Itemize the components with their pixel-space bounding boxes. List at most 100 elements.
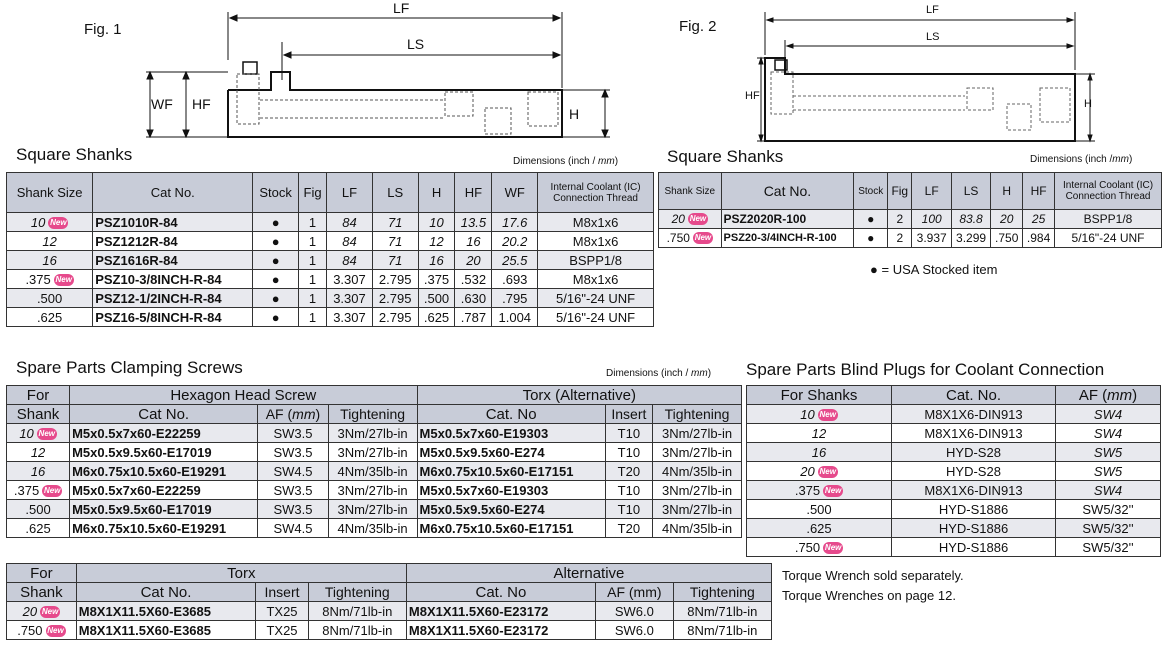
- cat-no-2-cell: M5x0.5x9.5x60-E274: [416, 499, 606, 519]
- fig2-lf-label: LF: [926, 4, 939, 16]
- col-shank-size: Shank Size: [5, 172, 94, 213]
- tightening-cell: 3Nm/27lb-in: [327, 480, 418, 500]
- cat-no-2-cell: M8X1X11.5X60-E23172: [405, 620, 596, 640]
- col-group-alternative: Alternative: [405, 563, 773, 583]
- af-cell: SW4.5: [257, 461, 329, 481]
- col-shank: Shank: [5, 404, 71, 424]
- clamping-screws-title: Spare Parts Clamping Screws: [16, 358, 243, 377]
- stock-dot-icon: ●: [853, 228, 889, 248]
- tightening-2-cell: 3Nm/27lb-in: [652, 480, 742, 500]
- fig-cell: 1: [297, 212, 328, 232]
- lf-cell: 84: [326, 231, 373, 251]
- hf-cell: 25: [1022, 209, 1056, 229]
- new-badge-icon: New: [42, 485, 63, 498]
- thread-cell: M8x1x6: [537, 269, 654, 289]
- af-cell: SW5/32'': [1055, 499, 1161, 519]
- lf-cell: 84: [326, 212, 373, 232]
- stock-legend: ● = USA Stocked item: [870, 262, 998, 277]
- new-badge-icon: New: [692, 232, 713, 245]
- clamping-dims-note: Dimensions (inch / mm): [606, 368, 712, 379]
- col-cat-no: Cat No.: [720, 172, 855, 210]
- col-group-torx: Torx (Alternative): [416, 385, 743, 405]
- af-cell: SW6.0: [594, 601, 674, 621]
- col-tightening: Tightening: [327, 404, 418, 424]
- af-cell: SW5/32'': [1055, 518, 1161, 538]
- cat-no-cell: M5x0.5x9.5x60-E17019: [69, 442, 259, 462]
- hf-cell: 20: [454, 250, 493, 270]
- wf-cell: .795: [491, 288, 539, 308]
- lf-cell: 3.307: [326, 307, 373, 327]
- tightening-cell: 3Nm/27lb-in: [327, 442, 418, 462]
- col-tightening: Tightening: [307, 582, 407, 602]
- cat-no-cell: M8X1X11.5X60-E3685: [75, 601, 257, 621]
- tightening-2-cell: 3Nm/27lb-in: [652, 499, 742, 519]
- insert-cell: T10: [604, 480, 654, 500]
- col-hf: HF: [454, 172, 493, 213]
- tightening-cell: 8Nm/71lb-in: [307, 601, 407, 621]
- insert-cell: TX25: [255, 620, 309, 640]
- fig2-hf-label: HF: [745, 90, 760, 102]
- col-af: AF (mm): [594, 582, 674, 602]
- shank-cell: 16: [746, 442, 892, 462]
- tightening-2-cell: 8Nm/71lb-in: [672, 601, 773, 621]
- tightening-2-cell: 4Nm/35lb-in: [652, 518, 742, 538]
- col-hf: HF: [1022, 172, 1056, 210]
- hf-cell: 13.5: [454, 212, 493, 232]
- cat-no-cell: M8X1X6-DIN913: [891, 423, 1056, 443]
- af-cell: SW3.5: [257, 442, 329, 462]
- hf-cell: 16: [454, 231, 493, 251]
- fig-cell: 1: [297, 269, 328, 289]
- af-cell: SW3.5: [257, 480, 329, 500]
- fig1-wf-label: WF: [151, 96, 173, 112]
- cat-no-cell: HYD-S1886: [891, 518, 1056, 538]
- square-shanks-2-dims-note: Dimensions (inch /mm): [1030, 154, 1133, 165]
- col-stock: Stock: [252, 172, 299, 213]
- shank-size-cell: 16: [5, 250, 94, 270]
- af-cell: SW3.5: [257, 423, 329, 443]
- insert-cell: TX25: [255, 601, 309, 621]
- col-connection-thread: Internal Coolant (IC)Connection Thread: [537, 172, 654, 213]
- ls-cell: 2.795: [371, 307, 419, 327]
- fig1-hf-label: HF: [192, 96, 211, 112]
- cat-no-cell: PSZ10-3/8INCH-R-84: [92, 269, 254, 289]
- tightening-2-cell: 3Nm/27lb-in: [652, 442, 742, 462]
- ls-cell: 2.795: [371, 288, 419, 308]
- square-shanks-dims-note: Dimensions (inch / mm): [513, 156, 619, 167]
- cat-no-cell: HYD-S1886: [891, 537, 1056, 557]
- thread-cell: M8x1x6: [537, 231, 654, 251]
- cat-no-cell: M5x0.5x9.5x60-E17019: [69, 499, 259, 519]
- cat-no-cell: PSZ12-1/2INCH-R-84: [92, 288, 254, 308]
- new-badge-icon: New: [48, 217, 69, 230]
- ls-cell: 3.299: [950, 228, 992, 248]
- col-insert: Insert: [255, 582, 309, 602]
- new-badge-icon: New: [823, 485, 844, 498]
- torx-screws-table: For Torx Alternative Shank Cat No. Inser…: [6, 563, 773, 640]
- af-cell: SW3.5: [257, 499, 329, 519]
- shank-cell: 16: [5, 461, 71, 481]
- cat-no-cell: M6x0.75x10.5x60-E19291: [69, 461, 259, 481]
- stock-dot-icon: ●: [252, 269, 299, 289]
- cat-no-cell: PSZ1616R-84: [92, 250, 254, 270]
- shank-cell: 12: [746, 423, 892, 443]
- col-cat-no: Cat No.: [92, 172, 254, 213]
- stock-dot-icon: ●: [252, 307, 299, 327]
- h-cell: .500: [417, 288, 456, 308]
- col-af: AF (mm): [1055, 385, 1161, 405]
- af-cell: SW5/32'': [1055, 537, 1161, 557]
- fig-cell: 1: [297, 250, 328, 270]
- fig2-drawing: [757, 12, 1095, 143]
